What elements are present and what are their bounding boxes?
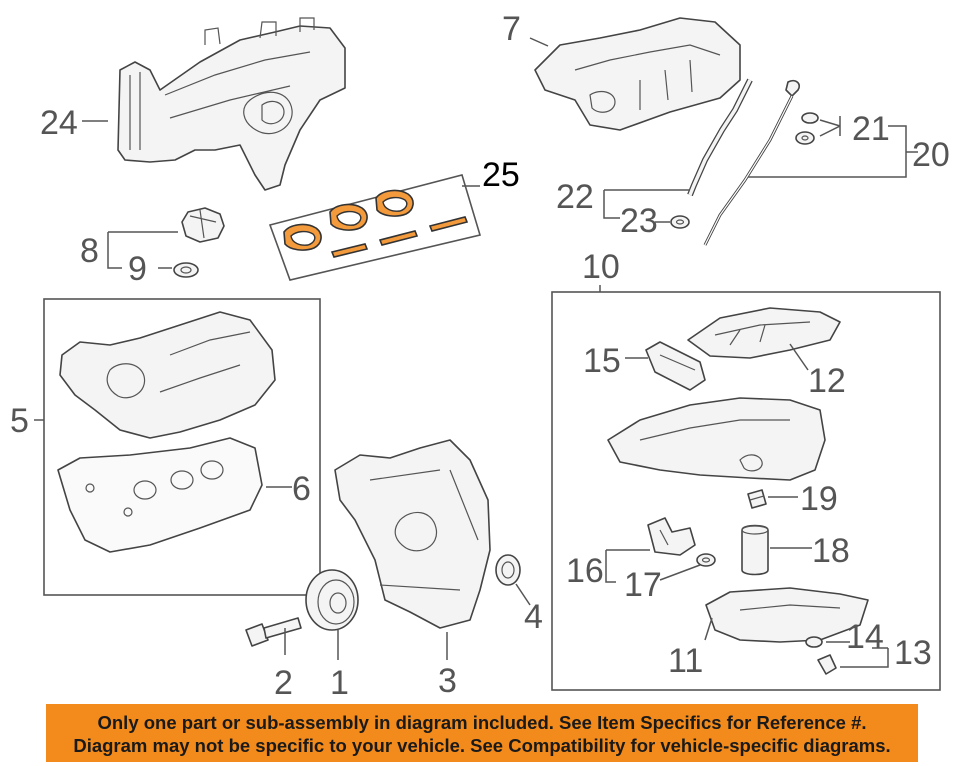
callout-9: 9 [128,250,147,288]
valve-cover-group-box [43,298,321,596]
baffle-part-12 [687,307,841,359]
leader-lines [34,37,918,668]
oil-pan-group-box [551,291,941,691]
dipstick-part-20 [703,79,801,246]
callout-7: 7 [502,10,521,48]
callout-25: 25 [482,156,520,194]
callout-10: 10 [582,248,620,286]
callout-13: 13 [894,634,932,672]
callout-19: 19 [800,480,838,518]
oil-filler-cap-part-8 [181,207,225,243]
callout-21: 21 [852,110,890,148]
front-seal-part-4 [495,554,521,586]
drain-plug-part-19 [747,489,767,509]
callout-3: 3 [438,662,457,700]
oil-pan-upper-part-10 [607,397,826,481]
seal-part-9 [173,262,199,278]
callout-4: 4 [524,598,543,636]
callout-14: 14 [846,618,884,656]
callout-2: 2 [274,664,293,700]
callout-6: 6 [292,470,311,508]
washer-part-14 [805,636,823,648]
timing-cover-part-3 [334,439,491,629]
callout-labels: 24 7 25 21 20 22 23 8 9 10 5 6 15 12 19 … [10,10,950,700]
callout-17: 17 [624,566,662,604]
crankshaft-pulley-part-1 [305,569,359,631]
notice-line-2: Diagram may not be specific to your vehi… [73,735,891,756]
callout-24: 24 [40,104,78,142]
intake-manifold-part-24 [117,17,346,191]
callout-1: 1 [330,664,349,700]
oil-filter-part-18 [741,524,769,576]
o-rings-part-21 [795,112,819,145]
oil-pump-pickup-part-15 [645,341,706,391]
callout-15: 15 [583,342,621,380]
dipstick-tube-part-22 [687,78,753,197]
callout-8: 8 [80,232,99,270]
callout-18: 18 [812,532,850,570]
compatibility-notice-banner: Only one part or sub-assembly in diagram… [46,704,918,762]
callout-5: 5 [10,402,29,440]
callout-23: 23 [620,202,658,240]
bolt-part-2 [245,617,302,647]
callout-20: 20 [912,136,950,174]
parts-diagram: 24 7 25 21 20 22 23 8 9 10 5 6 15 12 19 … [10,10,950,700]
oil-pressure-sensor-part-16 [647,517,696,556]
gasket-part-17 [696,553,716,567]
oil-pan-lower-part-11 [705,587,869,643]
intake-gasket-set-part-25 [268,174,482,281]
callout-12: 12 [808,362,846,400]
valve-cover-gasket-part-6 [57,437,263,553]
callout-11: 11 [668,642,703,680]
drain-bolt-part-13 [817,654,837,675]
notice-line-1: Only one part or sub-assembly in diagram… [97,712,867,733]
callout-16: 16 [566,552,604,590]
engine-cover-part-7 [534,17,741,131]
valve-cover-part-5 [59,311,276,439]
callout-22: 22 [556,178,594,216]
o-ring-part-23 [670,215,690,229]
